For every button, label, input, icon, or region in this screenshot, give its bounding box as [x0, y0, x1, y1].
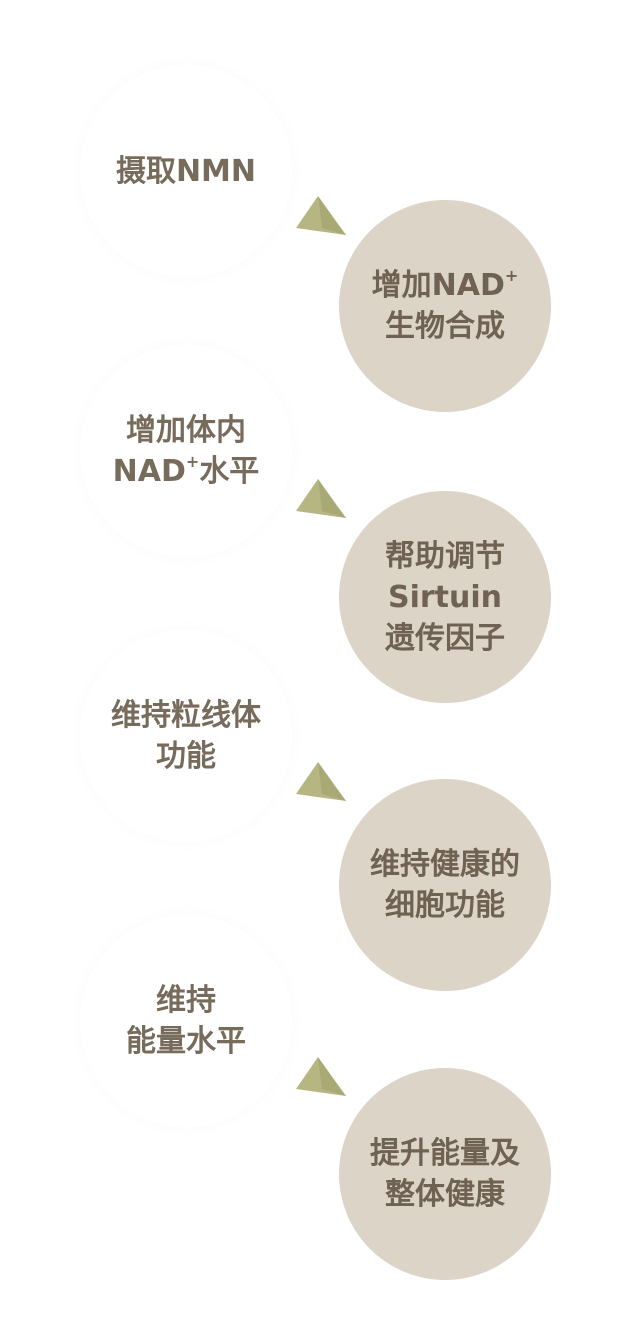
- step-2-result-circle: 帮助调节 Sirtuin 遗传因子: [339, 491, 551, 703]
- step-3-source-line-1: 维持粒线体: [111, 698, 261, 733]
- step-2-arrow-icon: [296, 479, 346, 518]
- step-3-result-line-2: 细胞功能: [385, 888, 505, 923]
- step-3-source-circle: 维持粒线体 功能: [80, 630, 292, 842]
- step-4-result-line-2: 整体健康: [385, 1177, 505, 1212]
- step-3-result-line-1: 维持健康的: [370, 847, 520, 882]
- step-4-source-line-2: 能量水平: [126, 1024, 246, 1059]
- step-3-source-line-2: 功能: [156, 739, 216, 774]
- step-1-result-line-2: 生物合成: [385, 309, 505, 344]
- step-1-arrow-icon: [296, 196, 346, 235]
- step-2-source-line-1: 增加体内: [126, 413, 246, 448]
- step-4-source-circle: 维持 能量水平: [80, 915, 292, 1127]
- step-2-result-line-3: 遗传因子: [385, 620, 505, 656]
- step-1-source-circle: 摄取NMN: [80, 65, 292, 277]
- step-2-source-circle: 增加体内 NAD+水平: [80, 345, 292, 557]
- step-4-result-line-1: 提升能量及: [370, 1136, 520, 1171]
- step-1-result-circle: 增加NAD+ 生物合成: [339, 200, 551, 412]
- step-4-result-circle: 提升能量及 整体健康: [339, 1068, 551, 1280]
- step-4-arrow-icon: [296, 1057, 346, 1096]
- step-2-result-line-2: Sirtuin: [387, 579, 503, 615]
- step-2-result-line-1: 帮助调节: [385, 538, 505, 574]
- step-2-source-line-2: NAD+水平: [112, 452, 260, 490]
- step-3-arrow-icon: [296, 762, 346, 801]
- step-1-source-text: 摄取NMN: [115, 153, 257, 189]
- step-3-result-circle: 维持健康的 细胞功能: [339, 779, 551, 991]
- step-1-result-line-1: 增加NAD+: [371, 266, 519, 304]
- step-4-source-line-1: 维持: [156, 983, 216, 1018]
